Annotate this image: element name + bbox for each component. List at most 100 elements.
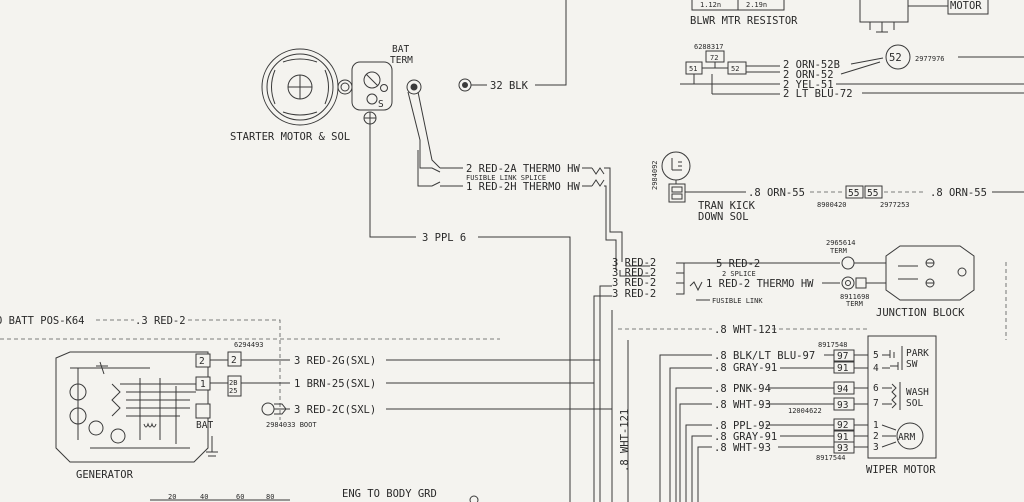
blwr-mtr-resistor-label: BLWR MTR RESISTOR (690, 15, 798, 27)
wire-5-red-2: 5 RED-2 (716, 258, 760, 270)
tran-kick-label-1: TRAN KICK (698, 200, 756, 212)
motor-label: MOTOR (950, 0, 982, 12)
wire-orn-55-b: .8 ORN-55 (930, 187, 987, 199)
connector-block-52: 6288317 72 51 52 (680, 43, 780, 95)
term-b-label: TERM (846, 300, 863, 308)
wire-ppl-92: .8 PPL-92 (714, 420, 771, 432)
starter-motor: S STARTER MOTOR & SOL (230, 48, 393, 143)
starter-s-label: S (378, 99, 384, 110)
junction-block: 2965614 TERM 8911698 TERM JUNCTION BLOCK (826, 239, 1007, 340)
bat-term-label-2: TERM (390, 55, 413, 66)
scale-60: 60 (236, 493, 244, 501)
wire-wht-121-v: .8 WHT-121 (619, 409, 631, 472)
connector-91-b: 91 (837, 432, 849, 443)
part-8900420: 8900420 (817, 201, 847, 209)
generator-label: GENERATOR (76, 469, 134, 481)
pin-1: 1 (873, 420, 879, 431)
wire-brn-25: 1 BRN-25(SXL) (294, 378, 376, 390)
wire-wht-93-a: .8 WHT-93 (714, 399, 771, 411)
wire-red-2g: 3 RED-2G(SXL) (294, 355, 376, 367)
part-2965614: 2965614 (826, 239, 856, 247)
junction-block-label: JUNCTION BLOCK (876, 307, 965, 319)
wire-1-red-2-thermo: 1 RED-2 THERMO HW (706, 278, 814, 290)
thermo-wires: 2 RED-2A THERMO HW FUSIBLE LINK SPLICE 1… (407, 91, 623, 270)
part-2977253: 2977253 (880, 201, 910, 209)
wire-3-red-2-b: 3 RED-2 (612, 267, 656, 279)
wire-pnk-94: .8 PNK-94 (714, 383, 771, 395)
fusible-link-splice-label: FUSIBLE LINK SPLICE (466, 174, 546, 182)
orn-wires: 2 ORN-52B 2 ORN-52 2 YEL-51 2 LT BLU-72 … (783, 44, 1024, 100)
tran-kick-label-2: DOWN SOL (698, 211, 749, 223)
wire-3-ppl-6-label: 3 PPL 6 (422, 232, 466, 244)
connector-g25: 25 (229, 387, 237, 395)
wire-wht-121-h: .8 WHT-121 (714, 324, 777, 336)
blwr-value-1: 1.12n (700, 1, 721, 9)
wire-gray-91-a: .8 GRAY-91 (714, 362, 777, 374)
connector-52b-circle: 52 (889, 52, 902, 64)
scale-40: 40 (200, 493, 208, 501)
wire-3-red-2-batt: .3 RED-2 (135, 315, 186, 327)
part-2984092: 2984092 (651, 160, 659, 190)
connector-93-a: 93 (837, 400, 848, 411)
wiper-wires: 8917548 .8 BLK/LT BLU-97 .8 GRAY-91 .8 P… (659, 341, 870, 502)
generator: 2 1 BAT GENERATOR (55, 351, 218, 481)
pin-5: 5 (873, 350, 879, 361)
wire-3-red-2-c: 3 RED-2 (612, 277, 656, 289)
wire-orn-52b: 2 ORN-52B (783, 59, 840, 71)
connector-g2: 2 (231, 355, 237, 366)
wire-3-ppl-6: 3 PPL 6 (369, 124, 571, 502)
wire-orn-52: 2 ORN-52 (783, 69, 834, 81)
pin-6: 6 (873, 383, 879, 394)
wire-lt-blu-72: 2 LT BLU-72 (783, 88, 853, 100)
connector-55-b: 55 (867, 188, 878, 199)
park-sw-label-1: PARK (906, 348, 929, 359)
fusible-link-label: FUSIBLE LINK (712, 297, 763, 305)
scale-80: 80 (266, 493, 274, 501)
connector-92: 92 (837, 420, 848, 431)
connector-94: 94 (837, 384, 849, 395)
arm-label: ARM (898, 432, 915, 443)
wire-red-2h: 1 RED-2H THERMO HW (466, 181, 580, 193)
connector-91-a: 91 (837, 363, 849, 374)
connector-93-b: 93 (837, 443, 848, 454)
part-8911698: 8911698 (840, 293, 870, 301)
blower-motor: MOTOR (859, 0, 989, 33)
blower-resistor: 1.12n 2.19n BLWR MTR RESISTOR (690, 0, 798, 27)
wire-32-blk: 32 BLK (458, 0, 567, 92)
splice-2-label: 2 SPLICE (722, 270, 756, 278)
connector-51: 51 (689, 65, 697, 73)
wire-yel-51: 2 YEL-51 (783, 79, 834, 91)
part-6294493: 6294493 (234, 341, 264, 349)
batt-pos-wire: O BATT POS-K64 .3 RED-2 (0, 315, 500, 420)
term-a-label: TERM (830, 247, 847, 255)
bottom-strip: 20 40 60 80 ENG TO BODY GRD (150, 488, 479, 502)
part-2984033-boot: 2984033 BOOT (266, 421, 317, 429)
wire-3-red-2-d: 3 RED-2 (612, 288, 656, 300)
connector-52: 52 (731, 65, 739, 73)
connector-g2b: 2B (229, 379, 237, 387)
wire-red-2c: 3 RED-2C(SXL) (294, 404, 376, 416)
generator-connector: 6294493 2 2B 25 3 RED-2G(SXL) 1 BRN-25(S… (210, 341, 612, 429)
generator-bat-label: BAT (196, 420, 213, 431)
connector-97: 97 (837, 351, 848, 362)
wire-32-blk-label: 32 BLK (490, 80, 529, 92)
pin-4: 4 (873, 363, 879, 374)
pin-2: 2 (873, 431, 879, 442)
blwr-value-2: 2.19n (746, 1, 767, 9)
wht-121-wire: .8 WHT-121 .8 WHT-121 (611, 310, 870, 502)
wire-red-2a: 2 RED-2A THERMO HW (466, 163, 580, 175)
wiper-motor-label: WIPER MOTOR (866, 464, 936, 476)
wash-sol-label-1: WASH (906, 387, 929, 398)
connector-72: 72 (710, 54, 718, 62)
starter-motor-label: STARTER MOTOR & SOL (230, 131, 350, 143)
part-6288317: 6288317 (694, 43, 724, 51)
red-2-bundle: 3 RED-2 3 RED-2 3 RED-2 3 RED-2 5 RED-2 … (593, 257, 840, 502)
pin-3: 3 (873, 442, 879, 453)
bat-term: BAT TERM (390, 44, 422, 95)
eng-to-body-grd-label: ENG TO BODY GRD (342, 488, 437, 500)
wire-blk-lt-blu-97: .8 BLK/LT BLU-97 (714, 350, 815, 362)
bat-term-label-1: BAT (392, 44, 409, 55)
generator-pin-1: 1 (200, 379, 206, 390)
wire-batt-pos-k64: O BATT POS-K64 (0, 315, 85, 327)
